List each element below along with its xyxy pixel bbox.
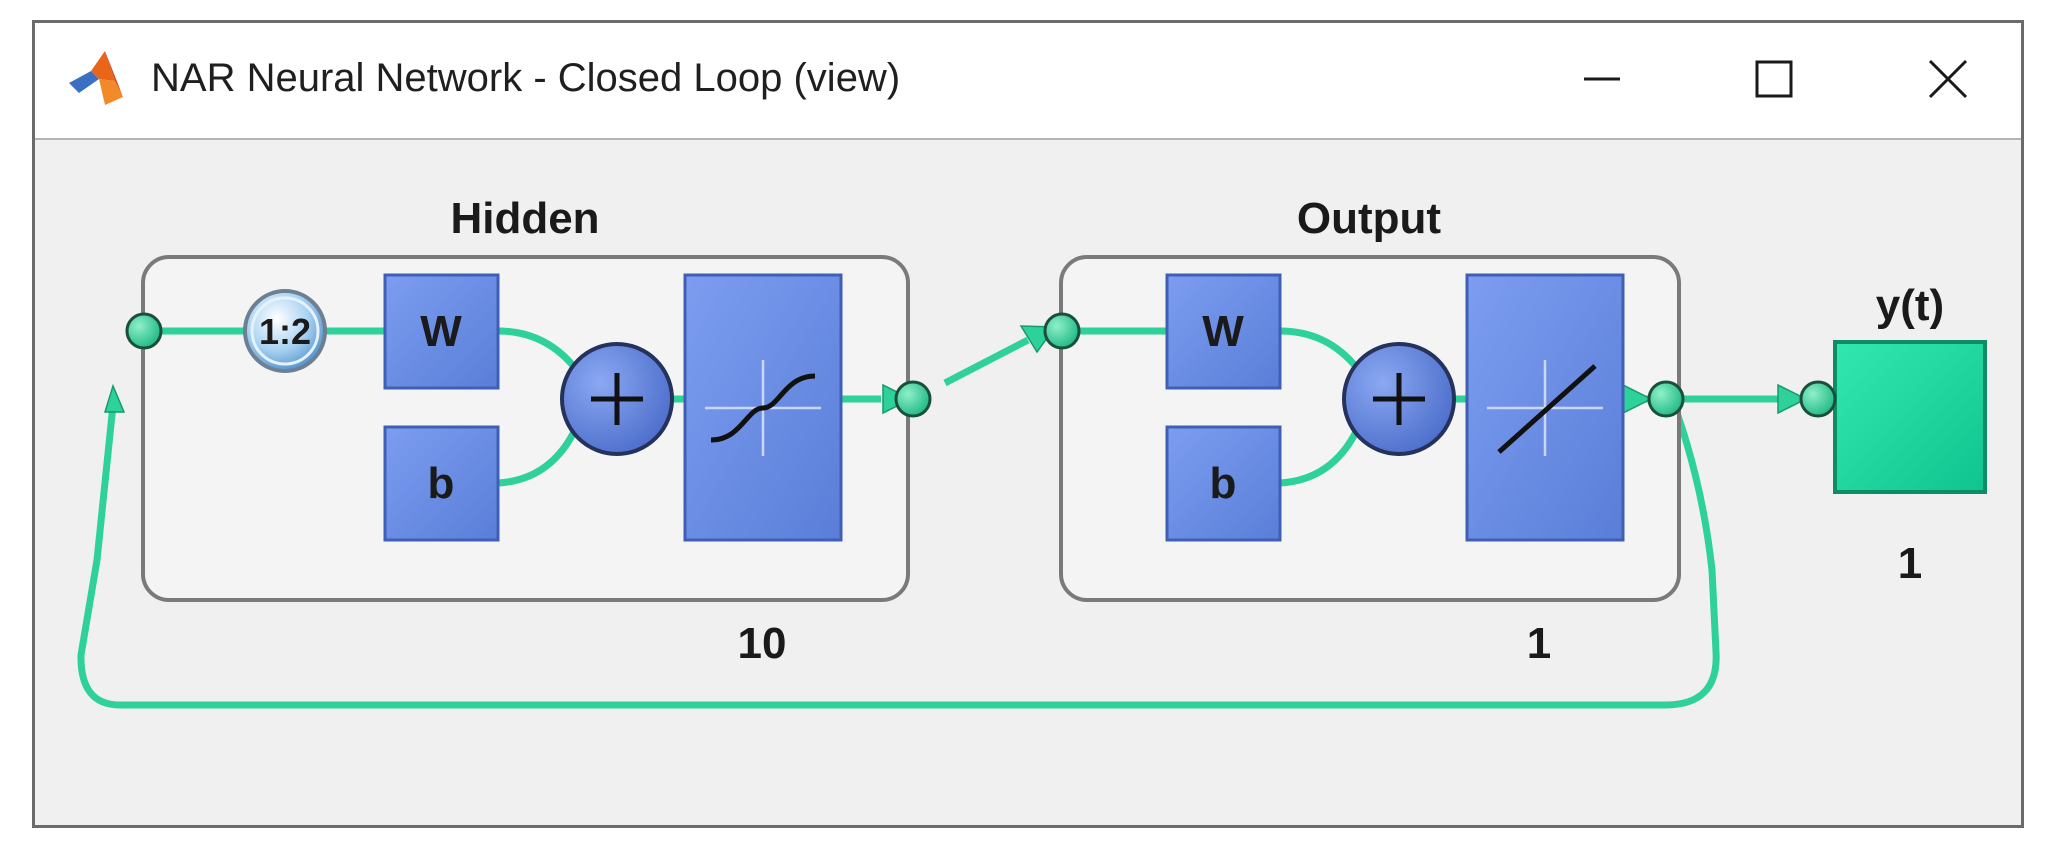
linear-transfer-icon[interactable] (1465, 273, 1625, 542)
app-window: NAR Neural Network - Closed Loop (view) (32, 20, 2024, 828)
matlab-logo-icon (69, 51, 123, 105)
close-icon (1928, 59, 1968, 99)
title-bar[interactable]: NAR Neural Network - Closed Loop (view) (35, 23, 2021, 138)
hidden-bias-block[interactable] (383, 425, 500, 542)
output-summation-icon[interactable] (1342, 342, 1456, 456)
tapped-delay-line-icon[interactable]: 1:2 (243, 289, 327, 373)
output-layer-size: 1 (1527, 619, 1551, 668)
maximize-button[interactable] (1719, 35, 1829, 123)
sigmoid-transfer-icon[interactable] (683, 273, 843, 542)
output-bias-block[interactable] (1165, 425, 1282, 542)
output-node-block[interactable] (1833, 340, 1987, 494)
window-title: NAR Neural Network - Closed Loop (view) (151, 56, 901, 100)
output-weight-block[interactable] (1165, 273, 1282, 390)
hidden-summation-icon[interactable] (560, 342, 674, 456)
hidden-output-node (894, 380, 932, 418)
result-arrow-icon (1777, 383, 1808, 415)
feedback-connection (77, 358, 1720, 709)
delay-label: 1:2 (259, 311, 311, 352)
output-input-node (1043, 312, 1081, 350)
output-weight-label: W (1202, 307, 1244, 356)
output-bias-label: b (1210, 459, 1237, 508)
output-layer-title: Output (1297, 194, 1442, 243)
hidden-weight-label: W (420, 307, 462, 356)
hidden-layer-title: Hidden (450, 194, 599, 243)
hidden-layer-size: 10 (738, 619, 787, 668)
network-diagram: Hidden Output (77, 194, 1987, 709)
result-input-node (1799, 380, 1837, 418)
output-node-label: y(t) (1876, 281, 1944, 330)
input-junction-node (125, 312, 163, 350)
maximize-icon (1755, 60, 1793, 98)
output-junction-node (1647, 380, 1685, 418)
hidden-weight-block[interactable] (383, 273, 500, 390)
output-node-size: 1 (1898, 539, 1922, 588)
network-view-panel: Hidden Output (35, 138, 2021, 825)
minimize-icon (1584, 77, 1620, 81)
minimize-button[interactable] (1547, 35, 1657, 123)
close-button[interactable] (1893, 35, 2003, 123)
hidden-bias-label: b (428, 459, 455, 508)
feedback-arrow-icon (103, 383, 126, 413)
